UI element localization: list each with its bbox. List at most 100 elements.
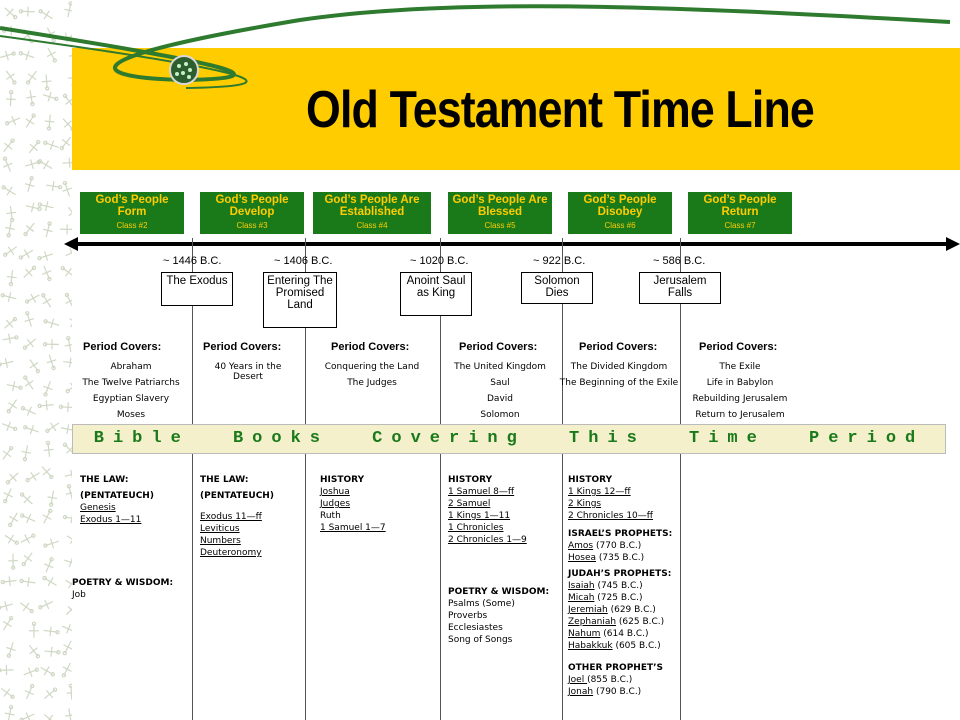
pattern-mark [0, 687, 13, 698]
pattern-mark [2, 447, 12, 460]
pattern-mark [7, 472, 19, 483]
pattern-mark [51, 365, 56, 371]
pattern-mark [6, 409, 11, 414]
pattern-mark [2, 576, 17, 587]
pattern-mark [64, 469, 72, 479]
book-link[interactable]: Deuteronomy [200, 548, 262, 558]
pattern-mark [24, 313, 35, 327]
period-heading: Period Covers: [579, 341, 658, 353]
pattern-mark [44, 577, 57, 587]
pattern-mark [68, 683, 72, 689]
pattern-mark [66, 335, 71, 341]
book-link[interactable]: Leviticus [200, 524, 240, 534]
class-name: God’s People Are Blessed [452, 194, 548, 218]
pattern-mark [42, 510, 52, 524]
books-column-4: HISTORY 1 Samuel 8—ff 2 Samuel 1 Kings 1… [448, 474, 527, 546]
pattern-mark [65, 708, 72, 720]
pattern-mark [58, 404, 64, 409]
pattern-mark [2, 156, 8, 161]
event-exodus: The Exodus [161, 272, 233, 306]
pattern-mark [3, 252, 8, 257]
pattern-mark [9, 217, 15, 223]
class-name: God’s People Form [95, 194, 169, 218]
pattern-mark [4, 7, 16, 18]
book-link[interactable]: Isaiah [568, 581, 595, 591]
pattern-mark [2, 292, 17, 302]
book-link[interactable]: Micah [568, 593, 595, 603]
page-title: Old Testament Time Line [306, 81, 815, 139]
pattern-mark [21, 445, 32, 460]
section-heading: (PENTATEUCH) [80, 491, 154, 501]
pattern-mark [62, 180, 68, 186]
book-link[interactable]: Exodus 1—11 [80, 515, 142, 525]
book-link[interactable]: 2 Chronicles 10—ff [568, 511, 653, 521]
event-anoint-saul: Anoint Saul as King [400, 272, 472, 316]
pattern-mark [44, 339, 60, 350]
period-item: The Beginning of the Exile [559, 378, 679, 388]
book-link[interactable]: 2 Kings [568, 499, 602, 509]
prophet-date: (745 B.C.) [594, 581, 643, 591]
date-label: ~ 586 B.C. [653, 255, 706, 267]
pattern-mark [20, 249, 34, 259]
pattern-mark [29, 359, 39, 372]
pattern-mark [36, 139, 41, 145]
pattern-mark [50, 672, 56, 677]
section-heading: (PENTATEUCH) [200, 491, 274, 501]
pattern-mark [11, 565, 16, 570]
pattern-mark [20, 513, 25, 518]
pattern-mark [10, 138, 15, 143]
book-link[interactable]: Hosea [568, 553, 597, 563]
book-link[interactable]: Nahum [568, 629, 601, 639]
book-link[interactable]: Exodus 11—ff [200, 512, 262, 522]
pattern-mark [31, 621, 37, 626]
book-link[interactable]: Genesis [80, 503, 116, 513]
book-link[interactable]: Judges [320, 499, 351, 509]
class-name: God’s People Return [703, 194, 777, 218]
pattern-mark [41, 293, 46, 298]
book-link[interactable]: Amos [568, 541, 594, 551]
book-link[interactable]: 2 Chronicles 1—9 [448, 535, 527, 545]
book-link[interactable]: 1 Chronicles [448, 523, 504, 533]
date-label: ~ 922 B.C. [533, 255, 586, 267]
bible-books-banner-text: Bible Books Covering This Time Period [93, 429, 925, 448]
pattern-mark [27, 70, 37, 83]
pattern-mark [3, 140, 14, 152]
prophet-date: (735 B.C.) [596, 553, 645, 563]
section-heading: POETRY & WISDOM: [448, 587, 550, 597]
book-link[interactable]: Joel [568, 675, 588, 685]
book-link[interactable]: Habakkuk [568, 641, 613, 651]
book-link[interactable]: Jonah [568, 687, 594, 697]
divider [680, 238, 681, 720]
book-link[interactable]: 1 Kings 1—11 [448, 511, 511, 521]
pattern-mark [69, 318, 72, 328]
period-item: Life in Babylon [706, 378, 774, 388]
pattern-mark [6, 653, 12, 658]
pattern-mark [12, 316, 18, 322]
pattern-mark [65, 579, 72, 589]
pattern-mark [42, 575, 47, 581]
section-heading: HISTORY [448, 475, 493, 485]
period-item: Solomon [480, 410, 520, 420]
book-link[interactable]: 1 Kings 12—ff [568, 487, 631, 497]
book-link[interactable]: 1 Samuel 1—7 [320, 523, 386, 533]
pattern-mark [41, 74, 52, 89]
book-link[interactable]: 2 Samuel [448, 499, 491, 509]
pattern-mark [22, 406, 36, 416]
pattern-mark [67, 206, 72, 217]
pattern-mark [62, 514, 68, 520]
book-link[interactable]: Zephaniah [568, 617, 617, 627]
prophet-date: (629 B.C.) [607, 605, 656, 615]
books-column-4-poetry: POETRY & WISDOM: Psalms (Some) Proverbs … [448, 586, 549, 646]
book-link[interactable]: Joshua [320, 487, 350, 497]
pattern-mark [11, 51, 16, 56]
pattern-mark [64, 444, 72, 454]
pattern-mark [64, 557, 72, 568]
pattern-mark [44, 114, 55, 129]
book-link[interactable]: Numbers [200, 536, 241, 546]
book-link[interactable]: 1 Samuel 8—ff [448, 487, 515, 497]
pattern-mark [18, 50, 24, 56]
book-link[interactable]: Jeremiah [568, 605, 608, 615]
pattern-mark [35, 654, 41, 659]
class-number: Class #3 [236, 221, 268, 230]
period-item: The United Kingdom [454, 362, 546, 372]
